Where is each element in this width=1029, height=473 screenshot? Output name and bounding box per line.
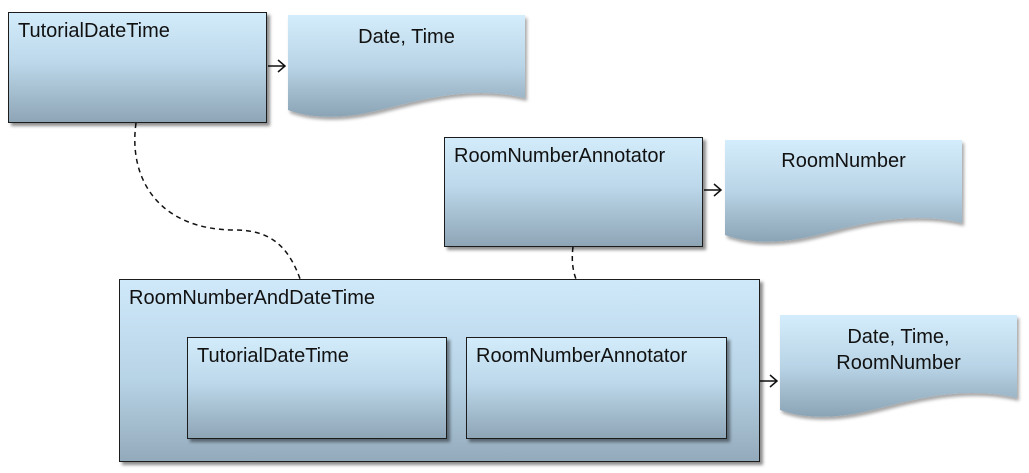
box-roomnumber-annotator[interactable]: RoomNumberAnnotator: [444, 137, 703, 247]
box-tutorial-datetime[interactable]: TutorialDateTime: [8, 12, 267, 123]
dashed-link-tutorial-to-inner: [134, 122, 315, 331]
box-inner-tutorial-datetime[interactable]: TutorialDateTime: [187, 337, 447, 439]
document-shape-final: [780, 315, 1017, 417]
dashed-link-annotator-to-inner: [571, 246, 598, 331]
arrowhead-mid-output: [713, 183, 723, 197]
box-inner-roomnumber-annotator[interactable]: RoomNumberAnnotator: [466, 337, 727, 439]
box-label: RoomNumberAnnotator: [476, 345, 688, 367]
document-shape-roomnumber: [725, 140, 962, 242]
document-shape-date-time: [288, 15, 525, 117]
document-label-roomnumber: RoomNumber: [781, 150, 906, 172]
arrowhead-final-output: [769, 374, 779, 388]
arrowhead-top-output: [277, 59, 287, 73]
box-label: TutorialDateTime: [197, 345, 349, 367]
document-label-final-line1: Date, Time,: [847, 326, 950, 348]
box-label: RoomNumberAndDateTime: [129, 287, 376, 309]
box-label: TutorialDateTime: [18, 20, 170, 42]
document-label-final-line2: RoomNumber: [836, 352, 961, 374]
document-label-date-time: Date, Time: [358, 26, 455, 48]
box-label: RoomNumberAnnotator: [454, 145, 666, 167]
